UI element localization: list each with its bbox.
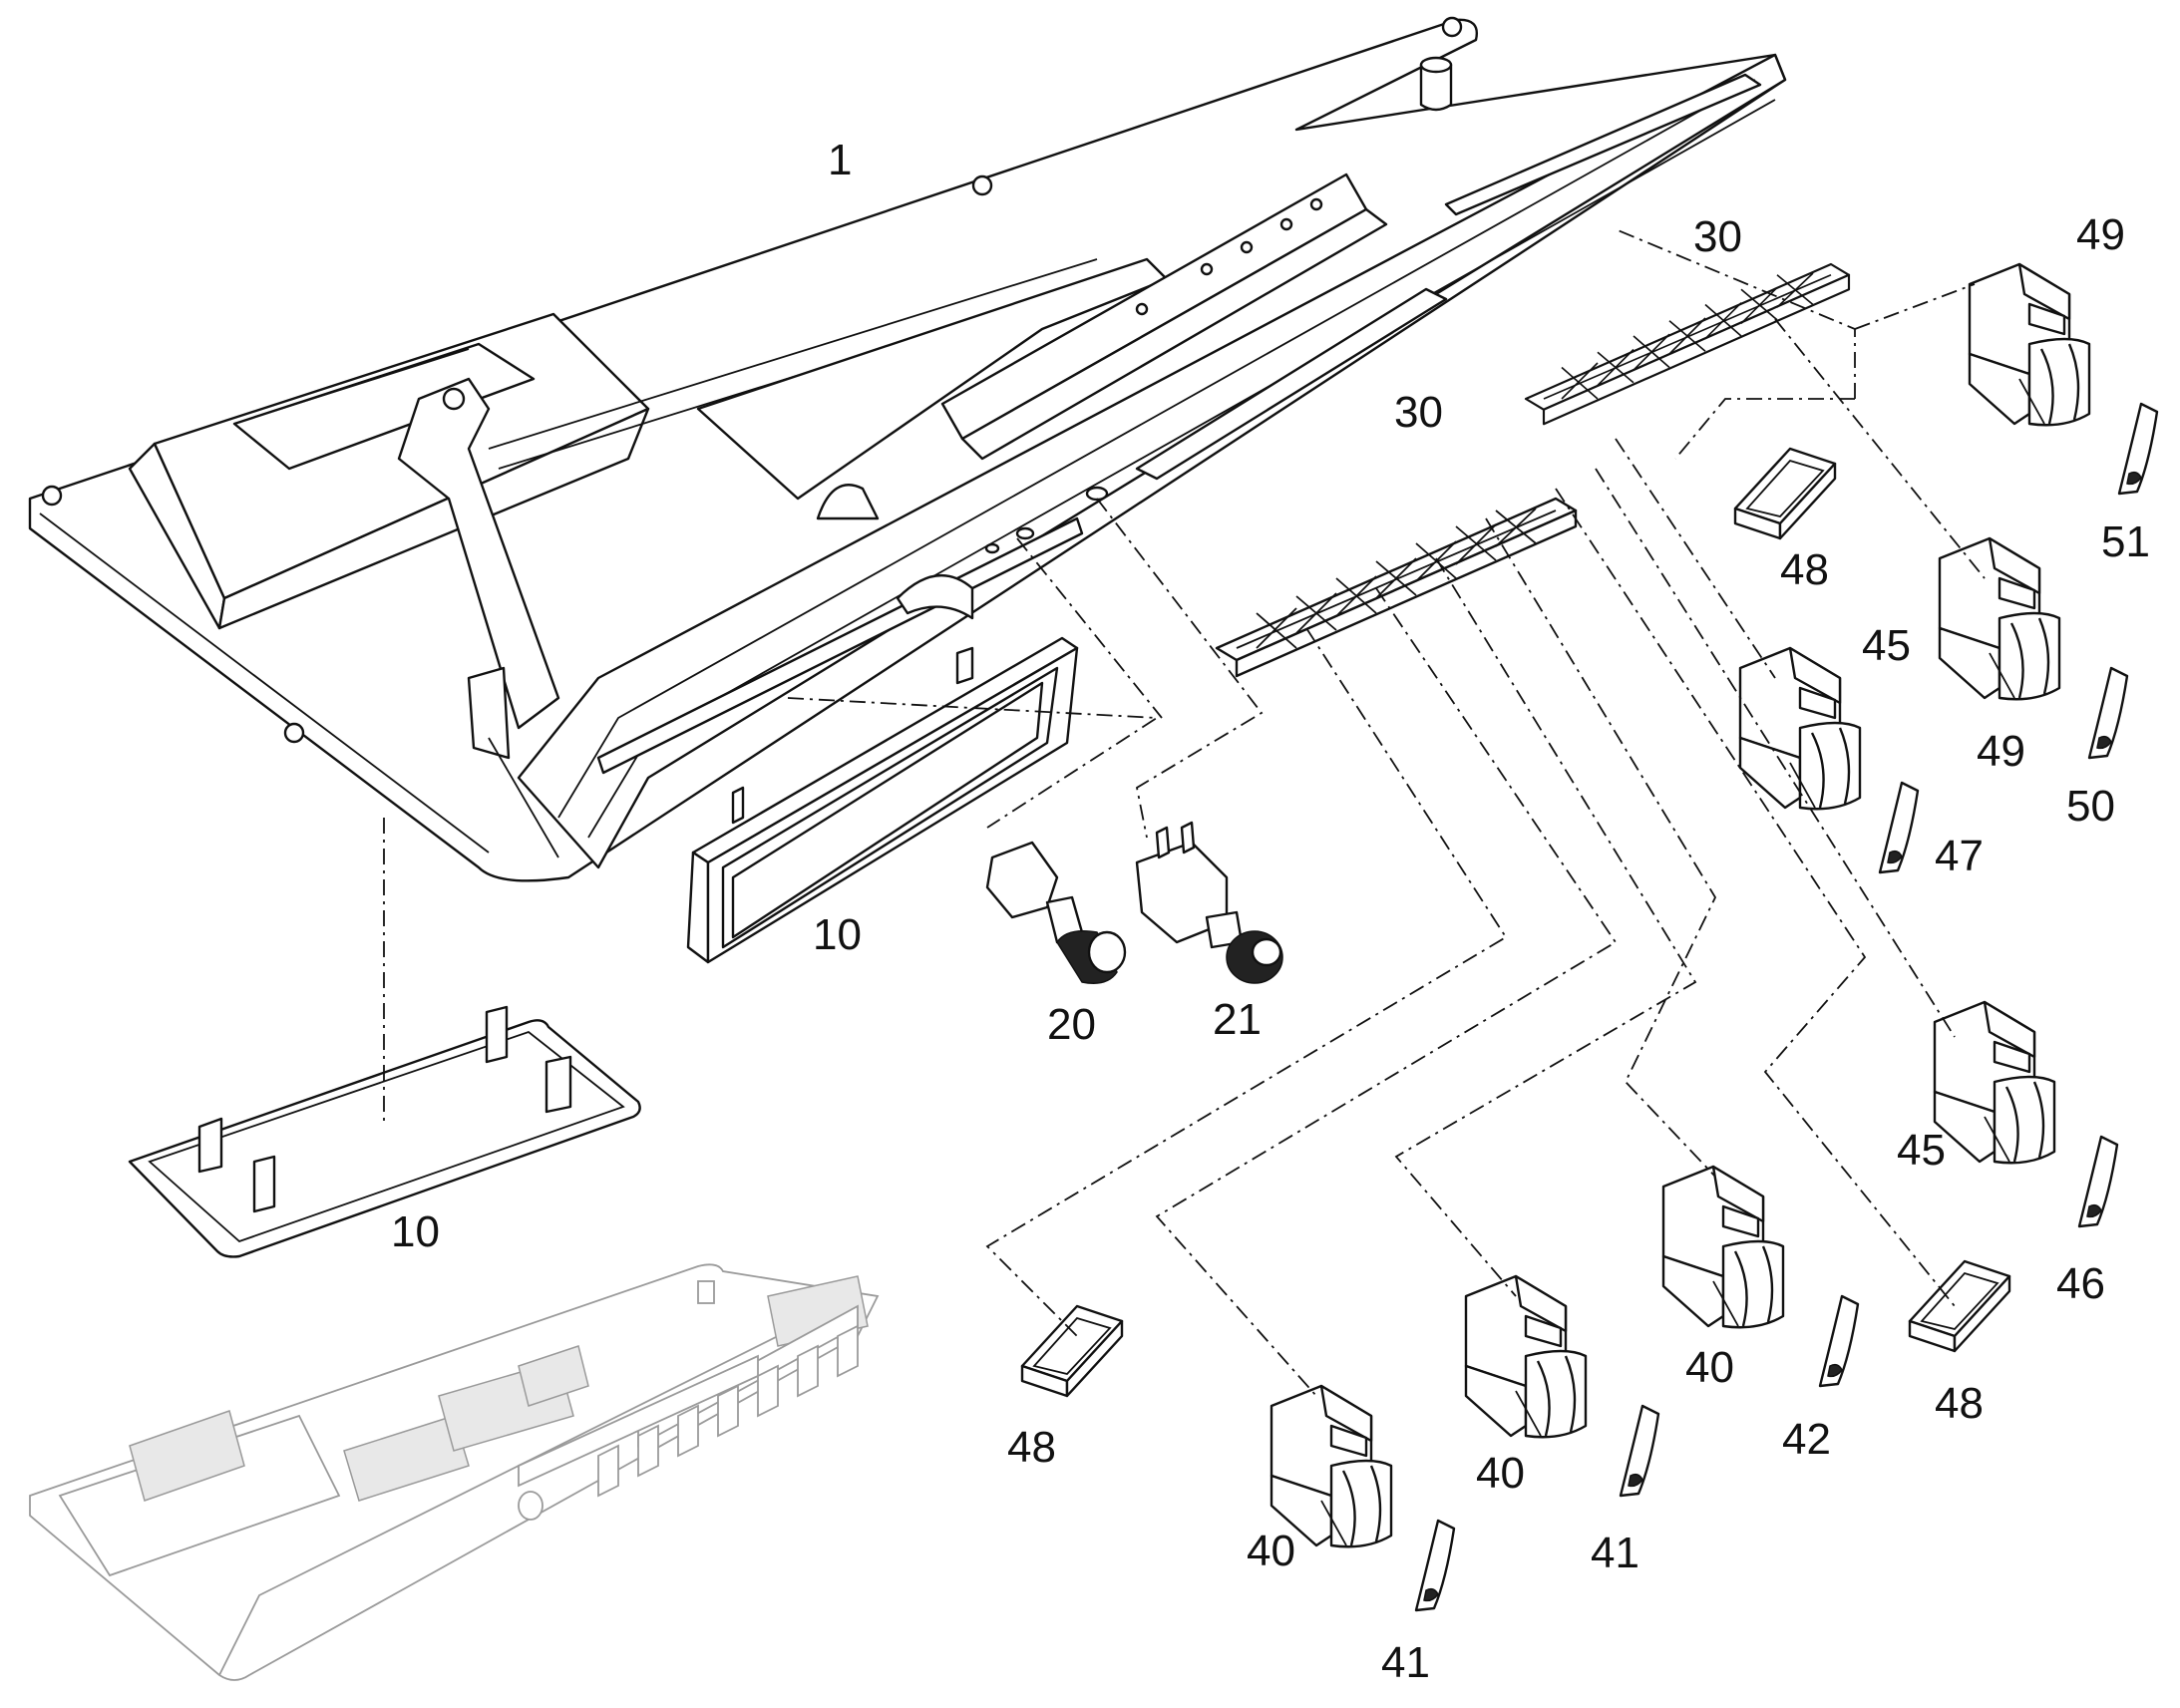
switch-housing-part-30-upper <box>1524 262 1851 426</box>
label-part-40-right: 40 <box>1685 1343 1734 1392</box>
rocker-switch-40-mid <box>1464 1274 1588 1439</box>
label-part-42: 42 <box>1782 1415 1831 1464</box>
lens-part-10-lower <box>128 1005 641 1258</box>
lens-part-10-upper <box>686 636 1079 964</box>
label-part-50: 50 <box>2066 782 2115 831</box>
label-part-45-top: 45 <box>1862 621 1911 670</box>
clip-part-41-left <box>1414 1519 1456 1612</box>
assembled-panel-preview <box>29 1263 880 1681</box>
label-part-49-top: 49 <box>2076 210 2125 259</box>
rocker-switch-49-mid <box>1938 536 2061 701</box>
label-part-48-right: 48 <box>1935 1379 1984 1428</box>
label-part-30-upper: 30 <box>1693 212 1742 261</box>
blank-plug-48-top <box>1733 447 1837 540</box>
clip-part-50 <box>2087 666 2129 760</box>
label-part-40-left: 40 <box>1247 1527 1295 1575</box>
label-part-10-lower: 10 <box>391 1207 440 1256</box>
label-part-40-mid: 40 <box>1476 1449 1525 1498</box>
label-part-20: 20 <box>1047 1000 1096 1049</box>
label-part-47: 47 <box>1935 832 1984 880</box>
main-panel-part-1 <box>28 16 1787 882</box>
switch-housing-part-30-lower <box>1215 497 1578 678</box>
rocker-switch-40-right <box>1661 1165 1785 1329</box>
label-part-41-mid: 41 <box>1591 1529 1639 1577</box>
clip-part-42 <box>1818 1294 1860 1388</box>
clip-part-46 <box>2077 1135 2119 1228</box>
rotary-switch-part-21 <box>1135 821 1283 984</box>
label-part-10-upper: 10 <box>813 910 862 959</box>
label-part-51: 51 <box>2101 517 2150 566</box>
rocker-switch-45-bottom <box>1933 1000 2056 1165</box>
clip-part-41-mid <box>1619 1404 1660 1498</box>
blank-plug-48-left <box>1020 1304 1124 1398</box>
leader-lines <box>383 228 1986 1397</box>
label-part-48-top: 48 <box>1780 545 1829 594</box>
rocker-switch-40-left <box>1270 1384 1393 1548</box>
rocker-switch-49-top <box>1968 262 2091 427</box>
label-part-1: 1 <box>828 136 852 184</box>
blank-plug-48-right <box>1908 1259 2011 1353</box>
label-part-21: 21 <box>1213 995 1262 1044</box>
label-part-41-left: 41 <box>1381 1638 1430 1687</box>
part-number-labels: 1 30 30 49 51 48 45 49 50 47 10 20 21 10… <box>391 136 2150 1687</box>
clip-part-47 <box>1878 781 1920 874</box>
clip-part-51 <box>2117 402 2159 496</box>
label-part-49-mid: 49 <box>1977 727 2025 776</box>
label-part-46: 46 <box>2056 1259 2105 1308</box>
rotary-switch-part-20 <box>985 841 1127 984</box>
rocker-switch-45-top <box>1738 646 1862 811</box>
label-part-45-bottom: 45 <box>1897 1126 1946 1175</box>
label-part-48-left: 48 <box>1007 1423 1056 1472</box>
label-part-30-lower: 30 <box>1394 388 1443 437</box>
